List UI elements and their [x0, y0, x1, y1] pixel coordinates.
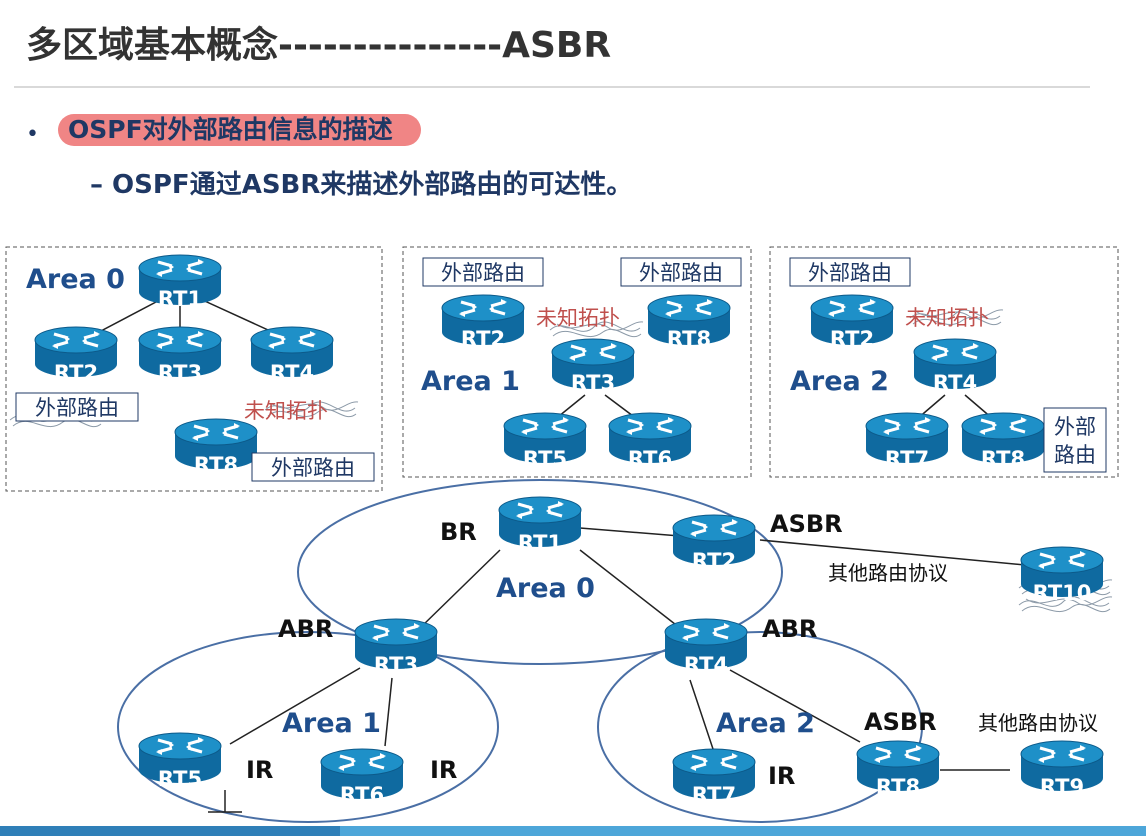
p0-unknown-label: 未知拓扑	[244, 399, 328, 423]
p1-ext-box-b	[620, 257, 742, 287]
p0-ext-box-b	[251, 452, 375, 482]
br-label: BR	[440, 518, 477, 546]
other-protocol-top: 其他路由协议	[828, 561, 948, 585]
sub-bullet: – OSPF通过ASBR来描述外部路由的可达性。	[90, 170, 633, 200]
bullet-highlighted: OSPF对外部路由信息的描述	[58, 114, 421, 146]
p0-rt4-label: RT4	[270, 361, 314, 385]
p1-rt5-label: RT5	[523, 447, 567, 471]
p1-area-label: Area 1	[421, 366, 520, 397]
p0-rt8-label: RT8	[194, 453, 238, 477]
p1-rt2-label: RT2	[461, 327, 505, 351]
panel-area1: Area 1 RT2 RT8 RT3 RT5 RT6 外部路由 外部路由 未知拓…	[402, 246, 752, 478]
panel-area2: Area 2 RT2 RT4 RT7 RT8 外部路由 外部 路由 未知拓扑	[769, 246, 1119, 478]
p2-rt8-label: RT8	[981, 447, 1025, 471]
other-protocol-bottom: 其他路由协议	[978, 711, 1098, 735]
area0-ellipse	[297, 479, 783, 665]
main-rt4-label: RT4	[684, 653, 728, 677]
main-rt5-label: RT5	[158, 767, 202, 791]
p2-rt4-label: RT4	[933, 371, 977, 395]
main-area0-label: Area 0	[496, 573, 595, 604]
p0-ext-label-a: 外部路由	[35, 396, 119, 420]
ir-rt7-label: IR	[768, 762, 795, 790]
abr-left-label: ABR	[278, 615, 333, 643]
main-rt1-label: RT1	[518, 531, 562, 555]
ir-rt5-label: IR	[246, 756, 273, 784]
p2-ext-label-b2: 路由	[1054, 443, 1096, 467]
main-area2-label: Area 2	[716, 708, 815, 739]
p1-ext-box-a	[422, 257, 544, 287]
p0-ext-label-b: 外部路由	[271, 456, 355, 480]
ir-rt6-label: IR	[430, 756, 457, 784]
main-rt2-label: RT2	[692, 549, 736, 573]
main-rt7-label: RT7	[692, 783, 736, 807]
p0-rt3-label: RT3	[158, 361, 202, 385]
panel-area1-border	[402, 246, 752, 478]
p1-ext-label-b: 外部路由	[639, 261, 723, 285]
panel-area2-border	[769, 246, 1119, 478]
main-rt6-label: RT6	[340, 783, 384, 807]
p1-rt6-label: RT6	[628, 447, 672, 471]
p2-ext-box-b	[1043, 407, 1107, 473]
page-title: 多区域基本概念---------------ASBR	[26, 25, 612, 66]
p1-ext-label-a: 外部路由	[441, 261, 525, 285]
asbr-bottom-label: ASBR	[864, 708, 937, 736]
p2-unknown-label: 未知拓扑	[905, 306, 989, 330]
p1-rt8-label: RT8	[667, 327, 711, 351]
title-divider	[14, 86, 1090, 88]
area1-ellipse	[117, 631, 499, 823]
p0-rt1-label: RT1	[158, 287, 202, 311]
p1-rt3-label: RT3	[571, 371, 615, 395]
panel-area0: Area 0 RT1 RT2 RT3 RT4 RT8 外部路由 外部路由 未知拓…	[5, 246, 383, 492]
p0-ext-box-a	[15, 392, 139, 422]
main-rt8-label: RT8	[876, 775, 920, 799]
p2-rt2-label: RT2	[830, 327, 874, 351]
p0-area-label: Area 0	[26, 264, 125, 295]
main-topology: RT1 RT2 RT10 RT3 RT4 RT5 RT6 RT7 RT8 RT9…	[117, 479, 1113, 823]
footer-bar-accent	[0, 826, 340, 836]
p1-unknown-label: 未知拓扑	[536, 306, 620, 330]
main-rt10-label: RT10	[1033, 581, 1092, 605]
abr-right-label: ABR	[762, 615, 817, 643]
panel-area0-border	[5, 246, 383, 492]
p0-rt2-label: RT2	[54, 361, 98, 385]
asbr-top-label: ASBR	[770, 510, 843, 538]
p2-ext-label-a: 外部路由	[808, 261, 892, 285]
p2-area-label: Area 2	[790, 366, 889, 397]
p2-ext-box-a	[789, 257, 911, 287]
main-rt3-label: RT3	[374, 653, 418, 677]
footer-bar	[0, 826, 1146, 836]
p2-rt7-label: RT7	[885, 447, 929, 471]
bullet-dot: •	[26, 122, 39, 147]
main-rt9-label: RT9	[1040, 775, 1084, 799]
area2-ellipse	[597, 631, 923, 823]
p2-ext-label-b1: 外部	[1054, 415, 1096, 439]
main-area1-label: Area 1	[282, 708, 381, 739]
